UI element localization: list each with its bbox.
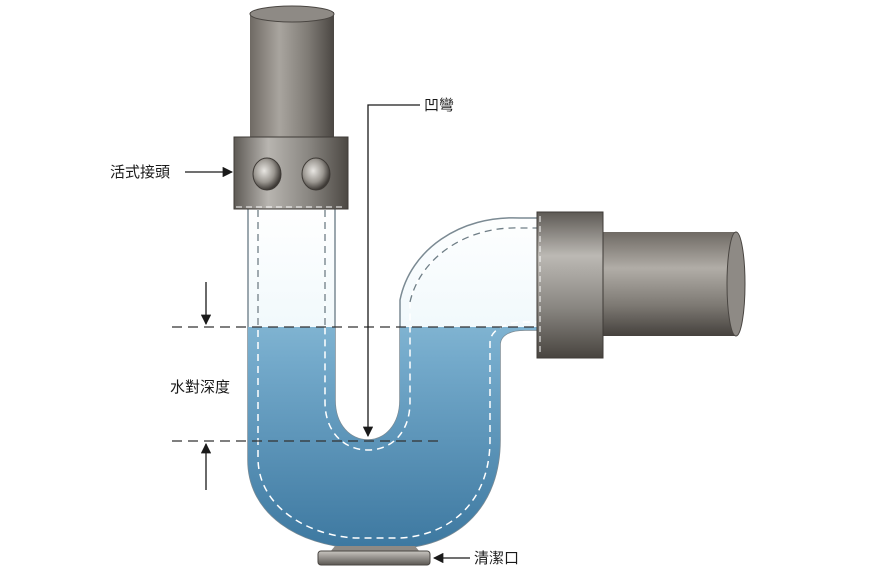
outlet-slip-joint-nut bbox=[536, 211, 604, 359]
slip-joint-nut bbox=[233, 136, 349, 210]
label-water-seal-depth: 水對深度 bbox=[170, 378, 230, 396]
water-fill bbox=[248, 327, 545, 548]
trap-inner-dashed-wall-air bbox=[257, 210, 545, 327]
water-level-lines bbox=[172, 326, 537, 442]
inlet-pipe bbox=[249, 5, 335, 142]
trap-body bbox=[247, 204, 546, 549]
trap-inner-dashed-wall bbox=[257, 210, 545, 539]
trap-bend-leader bbox=[362, 104, 420, 438]
outlet-pipe bbox=[600, 231, 746, 337]
label-trap-bend: 凹彎 bbox=[424, 96, 454, 114]
label-cleanout: 清潔口 bbox=[474, 549, 519, 567]
cleanout-cap bbox=[317, 546, 431, 566]
trap-inner-dashed-wall-2 bbox=[324, 210, 545, 451]
label-slip-joint: 活式接頭 bbox=[110, 163, 170, 181]
